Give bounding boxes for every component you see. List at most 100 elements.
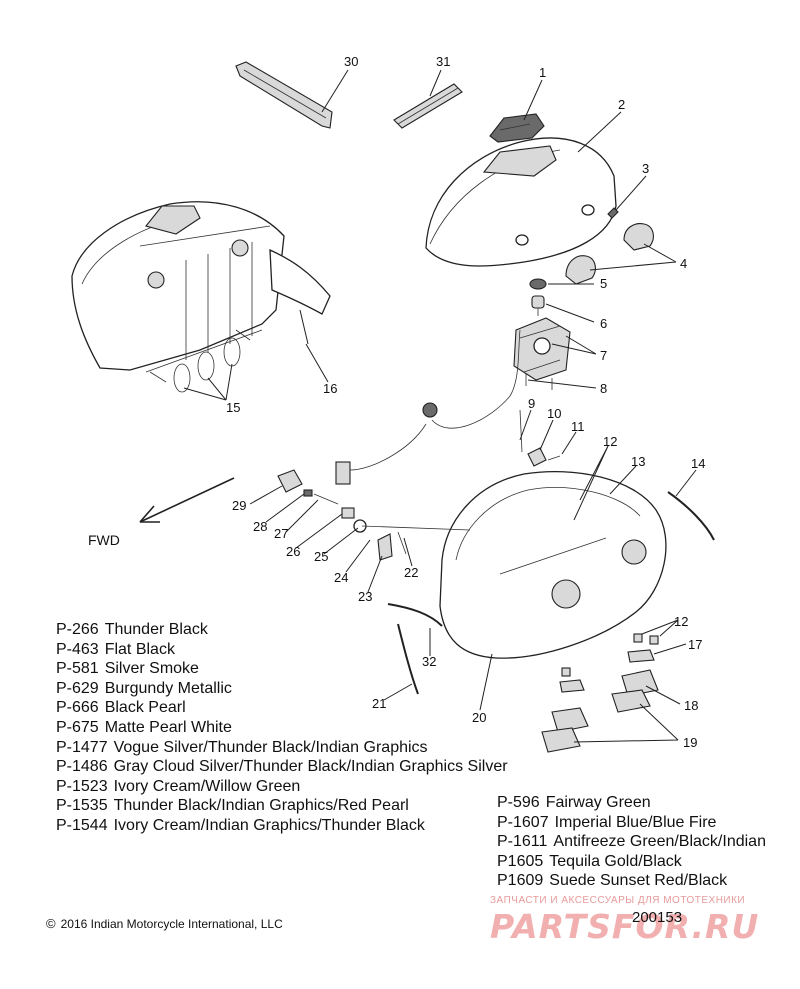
part-7-actuator (513, 317, 571, 381)
part-20-saddlebag-body (439, 471, 667, 659)
paint-code-row: P-581 Silver Smoke (56, 659, 508, 679)
callout-14: 14 (691, 456, 705, 471)
callout-28: 28 (253, 519, 267, 534)
paint-code: P-1477 (56, 738, 108, 756)
callout-15: 15 (226, 400, 240, 415)
paint-code-row: P-1544 Ivory Cream/Indian Graphics/Thunde… (56, 816, 508, 836)
paint-color-name: Imperial Blue/Blue Fire (554, 813, 717, 831)
assembled-saddlebag (71, 201, 331, 383)
paint-color-name: Silver Smoke (104, 660, 199, 678)
callout-29: 29 (232, 498, 246, 513)
paint-color-name: Ivory Cream/Willow Green (113, 777, 301, 795)
part-32-seal (387, 603, 443, 627)
paint-code: P-1611 (497, 833, 548, 851)
paint-color-name: Burgundy Metallic (104, 679, 232, 697)
part-8-screws (525, 374, 553, 390)
paint-code: P-1523 (56, 777, 108, 795)
callout-numbers: 30 31 1 2 3 4 5 6 7 8 9 10 11 12 13 14 1… (226, 54, 705, 750)
part-2-lid (425, 137, 617, 267)
part-21-seal (397, 623, 419, 695)
paint-code: P-1535 (56, 797, 108, 815)
paint-color-name: Tequila Gold/Black (549, 852, 682, 870)
callout-3: 3 (642, 161, 649, 176)
paint-code: P-629 (56, 679, 99, 697)
fwd-arrow (139, 477, 235, 523)
callout-5: 5 (600, 276, 607, 291)
part-16-rod (299, 309, 309, 345)
part-1-latch (489, 113, 545, 143)
paint-color-name: Antifreeze Green/Black/Indian (553, 833, 766, 851)
callout-23: 23 (358, 589, 372, 604)
part-12-17-fasteners (559, 633, 659, 693)
callout-8: 8 (600, 381, 607, 396)
paint-code-row: P-1611 Antifreeze Green/Black/Indian (497, 832, 766, 852)
paint-color-name: Vogue Silver/Thunder Black/Indian Graphi… (113, 738, 428, 756)
callout-24: 24 (334, 570, 348, 585)
callout-2: 2 (618, 97, 625, 112)
callout-19: 19 (683, 735, 697, 750)
part-6-bushing (531, 295, 545, 316)
paint-code-row: P-675 Matte Pearl White (56, 718, 508, 738)
part-22-29-hardware (277, 469, 471, 561)
callout-9: 9 (528, 396, 535, 411)
paint-color-name: Fairway Green (545, 794, 651, 811)
callout-6: 6 (600, 316, 607, 331)
callout-12b: 12 (674, 614, 688, 629)
callout-12: 12 (603, 434, 617, 449)
paint-color-name: Suede Sunset Red/Black (549, 872, 728, 890)
paint-code-row: P-629 Burgundy Metallic (56, 679, 508, 699)
paint-color-name: Black Pearl (104, 699, 186, 717)
paint-code: P-266 (56, 621, 99, 638)
part-18-19-brackets (541, 669, 659, 753)
callout-25: 25 (314, 549, 328, 564)
callout-20: 20 (472, 710, 486, 725)
part-10-11-clips (527, 447, 561, 467)
part-4-hinges (565, 223, 654, 285)
part-31-seal (393, 83, 463, 129)
fwd-label: FWD (88, 532, 120, 548)
callout-32: 32 (422, 654, 436, 669)
part-3-screw (607, 207, 619, 219)
callout-27: 27 (274, 526, 288, 541)
paint-code: P-675 (56, 718, 99, 736)
paint-code-row: P-596 Fairway Green (497, 793, 766, 813)
callout-7: 7 (600, 348, 607, 363)
callout-22: 22 (404, 565, 418, 580)
paint-code: P-596 (497, 794, 540, 811)
paint-color-name: Thunder Black (104, 621, 208, 638)
drawing-number: 200153 (632, 909, 683, 926)
part-5-grommet (529, 278, 547, 290)
paint-code: P-1607 (497, 813, 549, 831)
paint-code-row: P-1607 Imperial Blue/Blue Fire (497, 813, 766, 833)
paint-code: P-581 (56, 660, 99, 678)
callout-1: 1 (539, 65, 546, 80)
paint-color-name: Matte Pearl White (104, 718, 232, 736)
callout-21: 21 (372, 696, 386, 711)
callout-26: 26 (286, 544, 300, 559)
paint-code-list-right: P-596 Fairway Green P-1607 Imperial Blue/B… (497, 793, 766, 891)
callout-13: 13 (631, 454, 645, 469)
part-14-weatherstrip (667, 491, 715, 541)
part-30-trim-strip (235, 61, 333, 129)
callout-16: 16 (323, 381, 337, 396)
paint-color-name: Flat Black (104, 640, 175, 658)
paint-code: P1605 (497, 852, 544, 870)
watermark-tagline: ЗАПЧАСТИ И АКСЕССУАРЫ ДЛЯ МОТОТЕХНИКИ (490, 895, 746, 906)
paint-code-row: P-1523 Ivory Cream/Willow Green (56, 777, 508, 797)
paint-color-name: Thunder Black/Indian Graphics/Red Pearl (113, 797, 409, 815)
paint-code-row: P-266 Thunder Black (56, 620, 508, 640)
callout-10: 10 (547, 406, 561, 421)
copyright-text: 2016 Indian Motorcycle International, LL… (60, 917, 283, 931)
paint-color-name: Ivory Cream/Indian Graphics/Thunder Blac… (113, 816, 425, 834)
callout-31: 31 (436, 54, 450, 69)
callout-18: 18 (684, 698, 698, 713)
callout-30: 30 (344, 54, 358, 69)
leader-lines (183, 69, 697, 743)
paint-code: P-1544 (56, 816, 108, 834)
